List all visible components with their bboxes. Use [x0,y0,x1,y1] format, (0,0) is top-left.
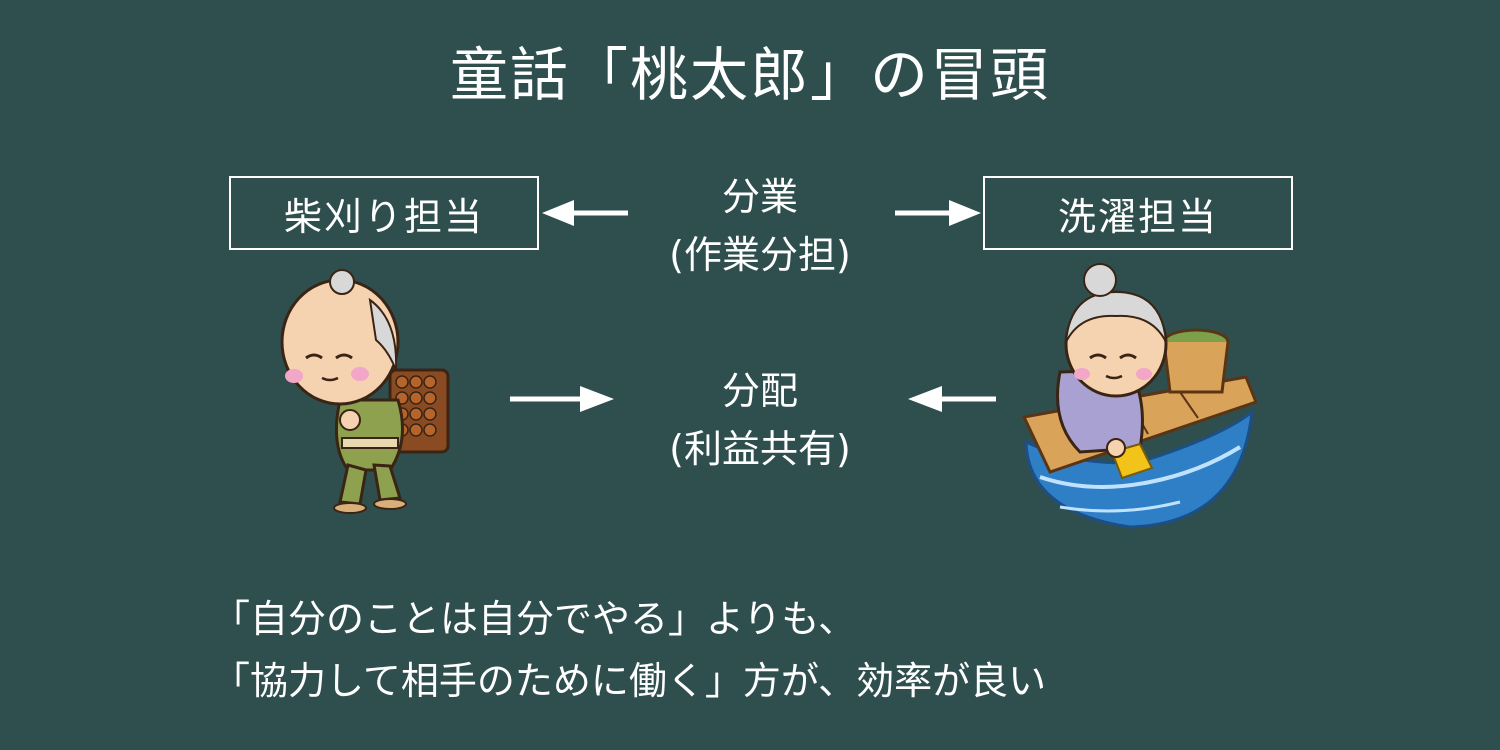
division-of-labor-label: 分業 (作業分担) [600,168,920,284]
distribution-line1: 分配 [721,369,798,413]
conclusion-line2: 「協力して相手のために働く」方が、効率が良い [212,659,1047,703]
distribution-label: 分配 (利益共有) [600,362,920,478]
firewood-role-box: 柴刈り担当 [229,176,539,250]
old-man-firewood-illustration [280,269,450,514]
arrow-to-firewood-role [542,200,628,226]
arrow-to-laundry-role [895,200,981,226]
laundry-role-label: 洗濯担当 [1057,194,1218,239]
division-line1: 分業 [721,175,798,219]
division-line2: (作業分担) [669,233,851,277]
old-woman-washing-illustration [1021,263,1258,529]
distribution-line2: (利益共有) [669,427,851,471]
arrow-from-old-woman [908,386,996,412]
page-title: 童話「桃太郎」の冒頭 [449,41,1050,109]
conclusion-line1: 「自分のことは自分でやる」よりも、 [212,597,857,641]
arrow-from-old-man [510,386,614,412]
laundry-role-box: 洗濯担当 [983,176,1293,250]
firewood-role-label: 柴刈り担当 [283,194,484,239]
firewood-bundle [388,368,450,454]
